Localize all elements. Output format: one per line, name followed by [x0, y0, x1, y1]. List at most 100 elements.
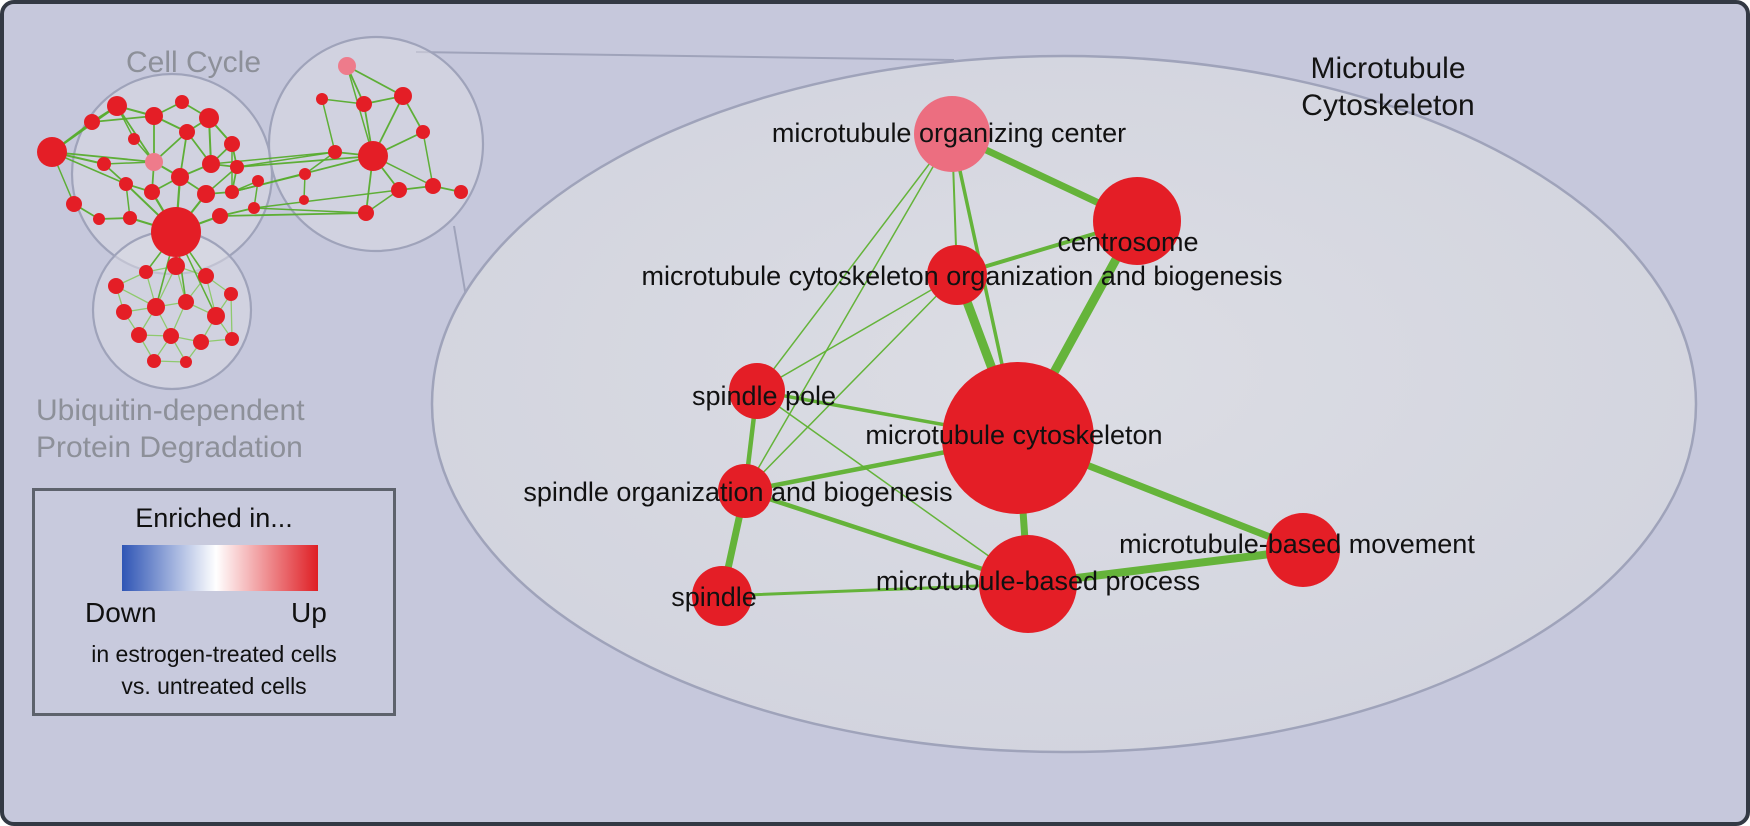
overview-node	[119, 177, 133, 191]
overview-node	[224, 287, 238, 301]
overview-edge	[219, 212, 367, 217]
legend-down-label: Down	[85, 597, 157, 628]
overview-node	[37, 137, 67, 167]
legend-title: Enriched in...	[135, 503, 293, 533]
overview-node	[207, 307, 225, 325]
overview-network	[37, 35, 485, 391]
overview-node	[66, 196, 82, 212]
overview-node	[338, 57, 356, 75]
overview-node	[224, 136, 240, 152]
overview-edge	[346, 65, 404, 97]
overview-edge	[51, 151, 155, 163]
cluster-label-cell-cycle: Cell Cycle	[125, 46, 262, 79]
overview-node	[358, 205, 374, 221]
detail-node	[729, 363, 785, 419]
overview-node	[199, 108, 219, 128]
detail-node	[692, 566, 752, 626]
overview-node	[163, 328, 179, 344]
detail-node-label: microtubule organizing center	[772, 118, 1126, 148]
overview-node	[147, 298, 165, 316]
overview-node	[180, 356, 192, 368]
overview-node	[299, 195, 309, 205]
overview-node	[454, 185, 468, 199]
cluster-label-microtubule-line2: Cytoskeleton	[1301, 89, 1475, 122]
detail-edge	[756, 133, 953, 392]
overview-node	[425, 178, 441, 194]
overview-edge	[236, 155, 374, 168]
detail-edge	[742, 488, 1031, 587]
overview-edge	[321, 98, 336, 153]
cluster-label-microtubule: Microtubule Cytoskeleton	[1282, 50, 1494, 124]
overview-node	[391, 182, 407, 198]
overview-node	[394, 87, 412, 105]
detail-edge	[756, 390, 1029, 585]
overview-node	[225, 185, 239, 199]
detail-node-label: spindle pole	[692, 381, 836, 411]
overview-node	[145, 153, 163, 171]
network-canvas: microtubule organizing center centrosome m…	[37, 35, 1698, 754]
legend-box: Enriched in... Down Up in estrogen-treat…	[32, 488, 396, 716]
detail-node-label: microtubule cytoskeleton organization an…	[642, 261, 1283, 291]
overview-node	[131, 327, 147, 343]
detail-network: microtubule organizing center centrosome m…	[523, 96, 1475, 633]
overview-node	[416, 125, 430, 139]
overview-node	[179, 124, 195, 140]
detail-node-label: spindle organization and biogenesis	[523, 477, 952, 507]
overview-node	[316, 93, 328, 105]
overview-node	[151, 207, 201, 257]
legend-up-label: Up	[291, 597, 327, 628]
detail-node	[927, 245, 987, 305]
overview-node	[123, 211, 137, 225]
legend-gradient-bar	[122, 545, 318, 591]
overview-node	[175, 95, 189, 109]
overview-edge	[230, 293, 233, 340]
overview-edge	[422, 131, 434, 187]
cluster-label-microtubule-line1: Microtubule	[1310, 52, 1466, 85]
overview-node	[97, 157, 111, 171]
detail-node	[718, 464, 772, 518]
detail-node-label: microtubule-based process	[876, 566, 1200, 596]
overview-node	[147, 354, 161, 368]
cluster-label-ubiquitin-line1: Ubiquitin-dependent	[36, 394, 305, 427]
overview-node	[358, 141, 388, 171]
overview-node	[128, 133, 140, 145]
cluster-label-ubiquitin: Ubiquitin-dependent Protein Degradation	[36, 392, 305, 466]
overview-node	[212, 208, 228, 224]
detail-node	[914, 96, 990, 172]
overview-node	[171, 168, 189, 186]
overview-node	[198, 268, 214, 284]
overview-node	[202, 155, 220, 173]
detail-node	[942, 362, 1094, 514]
detail-node	[979, 535, 1077, 633]
detail-node	[1266, 513, 1340, 587]
overview-node	[144, 184, 160, 200]
overview-node	[93, 213, 105, 225]
overview-node	[139, 265, 153, 279]
overview-node	[328, 145, 342, 159]
overview-node	[116, 304, 132, 320]
overview-edge	[236, 151, 336, 168]
overview-node	[108, 278, 124, 294]
legend-caption-line1: in estrogen-treated cells	[91, 641, 337, 667]
overview-node	[230, 160, 244, 174]
cluster-label-ubiquitin-line2: Protein Degradation	[36, 431, 303, 464]
overview-node	[252, 175, 264, 187]
detail-edge	[744, 133, 953, 492]
overview-node	[193, 334, 209, 350]
legend-caption-line2: vs. untreated cells	[121, 673, 307, 699]
detail-node-label: spindle	[671, 582, 757, 612]
detail-node-label: centrosome	[1057, 227, 1198, 257]
overview-edge	[346, 65, 374, 157]
overview-edge	[210, 151, 336, 165]
overview-edge	[253, 207, 367, 214]
overview-node	[356, 96, 372, 112]
overview-node	[178, 294, 194, 310]
overview-node	[299, 168, 311, 180]
zoom-connector-top	[415, 51, 955, 61]
overview-node	[197, 185, 215, 203]
detail-edge	[720, 582, 1030, 598]
detail-edge	[744, 274, 958, 492]
overview-node	[84, 114, 100, 130]
overview-edge	[253, 189, 400, 209]
